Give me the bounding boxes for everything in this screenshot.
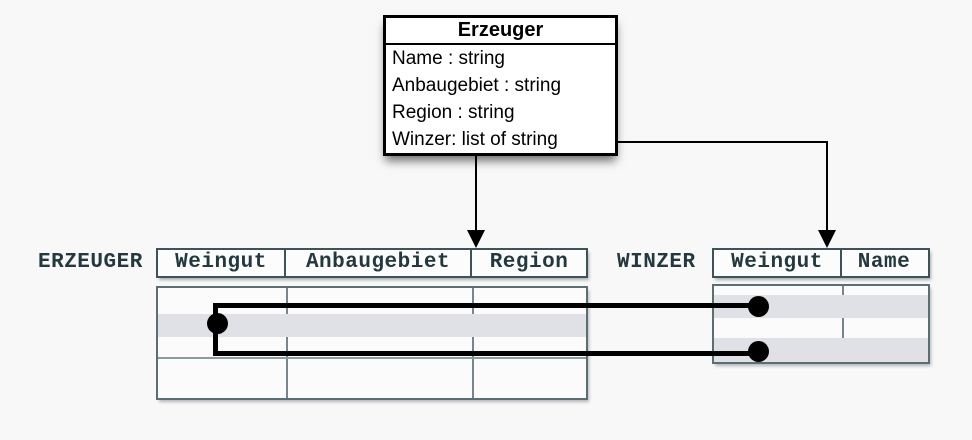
connection-dot: [748, 296, 769, 317]
erzeuger-col-weingut: Weingut: [158, 250, 286, 276]
class-attribute-region: Region : string: [392, 102, 515, 123]
arrow-line-winzer-vertical: [826, 141, 828, 231]
table-label-winzer: WINZER: [617, 251, 696, 274]
highlighted-row-band: [714, 338, 928, 362]
class-attributes: Name : string Anbaugebiet : string Regio…: [386, 45, 615, 153]
column-divider: [842, 286, 844, 362]
row-gridline: [158, 357, 586, 359]
arrowhead-down-icon: [467, 230, 485, 248]
relation-line-top: [213, 303, 758, 308]
column-divider: [472, 288, 474, 398]
table-label-erzeuger: ERZEUGER: [38, 251, 143, 274]
class-attribute-winzer: Winzer: list of string: [392, 129, 558, 150]
winzer-col-name: Name: [857, 251, 911, 274]
highlighted-row-band: [158, 314, 586, 337]
erzeuger-col-anbaugebiet: Anbaugebiet: [286, 250, 472, 276]
relation-line-bottom: [213, 351, 758, 356]
arrowhead-down-icon: [818, 230, 836, 248]
erzeuger-header-row: Weingut Anbaugebiet Region: [156, 248, 588, 278]
class-box-erzeuger: Erzeuger Name : string Anbaugebiet : str…: [383, 15, 618, 156]
class-attribute-name: Name : string: [392, 48, 505, 69]
column-divider: [286, 288, 288, 398]
connection-dot: [207, 313, 228, 334]
arrow-line-winzer-horizontal: [616, 141, 828, 143]
class-title: Erzeuger: [386, 18, 615, 45]
class-attribute-anbaugebiet: Anbaugebiet : string: [392, 75, 562, 96]
winzer-header-row: Weingut Name: [712, 248, 930, 278]
winzer-col-weingut: Weingut: [714, 250, 842, 276]
erzeuger-col-region: Region: [489, 251, 569, 274]
connection-dot: [748, 341, 769, 362]
arrow-line-class-to-erzeuger: [475, 155, 477, 231]
